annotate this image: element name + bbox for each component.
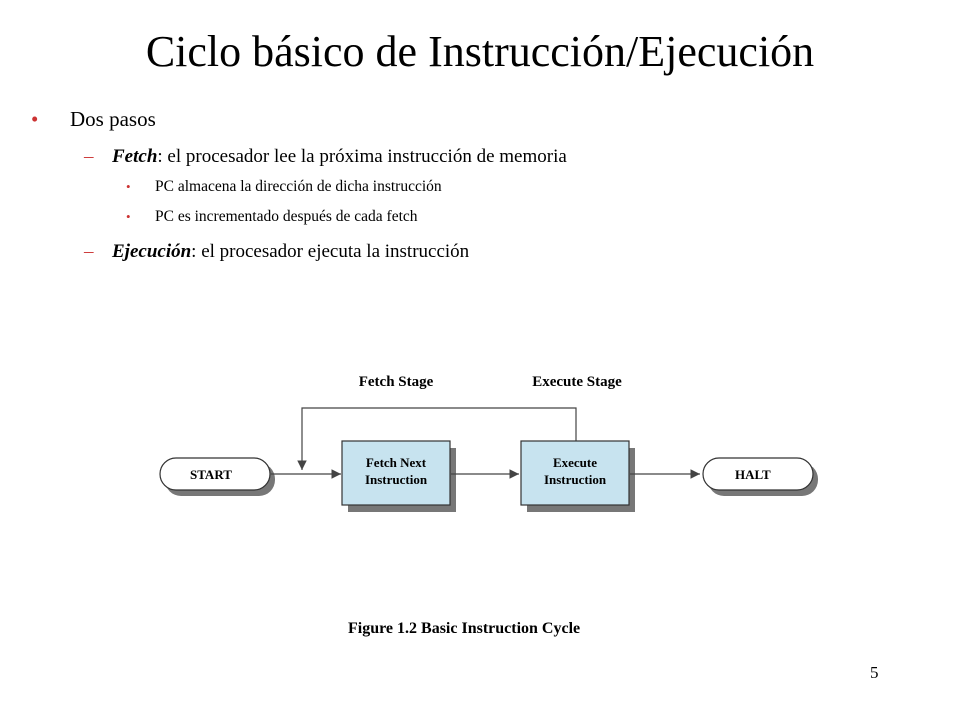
fetch-box-line1: Fetch Next	[366, 455, 427, 470]
bullet-pc-almacena: • PC almacena la dirección de dicha inst…	[126, 177, 442, 197]
bullet-pc-incrementado: • PC es incrementado después de cada fet…	[126, 207, 418, 227]
figure-caption: Figure 1.2 Basic Instruction Cycle	[348, 620, 581, 637]
fetch-box-line2: Instruction	[365, 472, 428, 487]
dash-marker: –	[84, 241, 94, 262]
fetch-term: Fetch	[112, 146, 158, 167]
fetch-box: Fetch Next Instruction	[341, 440, 456, 512]
loop-back-arrow	[297, 407, 577, 470]
execute-term: Ejecución	[112, 241, 192, 262]
bullet-dos-pasos: • Dos pasos	[31, 106, 156, 132]
execute-box-line2: Instruction	[544, 472, 607, 487]
bullet-marker: •	[126, 179, 131, 194]
bullet-text: Dos pasos	[70, 107, 156, 131]
page-number: 5	[870, 663, 879, 682]
execute-stage-label: Execute Stage	[532, 374, 622, 390]
start-terminator: START	[159, 457, 275, 496]
bullet-marker: •	[126, 209, 131, 224]
execute-description: : el procesador ejecuta la instrucción	[191, 241, 470, 262]
fetch-description: : el procesador lee la próxima instrucci…	[157, 146, 567, 167]
start-label: START	[190, 467, 232, 482]
execute-box-line1: Execute	[553, 455, 597, 470]
bullet-text: PC es incrementado después de cada fetch	[155, 208, 418, 225]
bullet-marker: •	[31, 107, 39, 131]
halt-terminator: HALT	[702, 457, 818, 496]
fetch-stage-label: Fetch Stage	[359, 374, 434, 390]
bullet-ejecucion: – Ejecución: el procesador ejecuta la in…	[84, 240, 470, 264]
execute-box: Execute Instruction	[520, 440, 635, 512]
bullet-text: PC almacena la dirección de dicha instru…	[155, 178, 442, 195]
bullet-fetch: – Fetch: el procesador lee la próxima in…	[84, 145, 567, 169]
halt-label: HALT	[735, 467, 771, 482]
dash-marker: –	[84, 146, 94, 167]
slide-title: Ciclo básico de Instrucción/Ejecución	[145, 27, 815, 76]
